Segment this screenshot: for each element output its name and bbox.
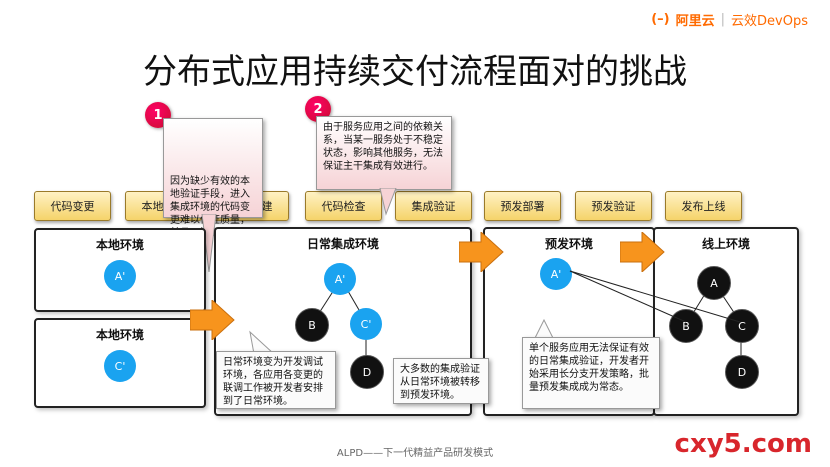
panel-local-env-1-title: 本地环境	[95, 238, 144, 252]
brand-header: (–) 阿里云 | 云效DevOps	[651, 10, 808, 29]
panel-prod-env: 线上环境 A B C D	[653, 227, 799, 416]
orange-arrow-staging-to-prod	[620, 232, 665, 272]
node-d-prod: D	[725, 355, 759, 389]
callout-2-text: 由于服务应用之间的依赖关系，当某一服务处于不稳定状态，影响其他服务，无法保证主干…	[323, 122, 443, 172]
brand-logo-text: 阿里云	[675, 14, 715, 29]
brand-separator: |	[720, 12, 726, 27]
step-integration-verify: 集成验证	[395, 191, 472, 221]
brand-product: 云效DevOps	[731, 14, 808, 29]
callout-5-text: 单个服务应用无法保证有效的日常集成验证，开发者开始采用长分支开发策略，批量预发集…	[529, 343, 649, 393]
callout-2: 由于服务应用之间的依赖关系，当某一服务处于不稳定状态，影响其他服务，无法保证主干…	[316, 116, 452, 190]
step-code-change: 代码变更	[34, 191, 111, 221]
node-d-daily: D	[350, 355, 384, 389]
watermark: cxy5.com	[674, 429, 812, 459]
panel-local-env-2: 本地环境 C'	[34, 318, 206, 408]
panel-local-env-1: 本地环境 A'	[34, 228, 206, 312]
callout-3-text: 日常环境变为开发调试环境，各应用各变更的联调工作被开发者安排到了日常环境。	[223, 357, 323, 407]
step-staging-verify: 预发验证	[575, 191, 652, 221]
node-a-prime-local: A'	[104, 260, 136, 292]
step-staging-deploy: 预发部署	[484, 191, 561, 221]
page-title: 分布式应用持续交付流程面对的挑战	[143, 52, 687, 92]
node-c-prime-daily: C'	[350, 308, 382, 340]
panel-local-env-2-title: 本地环境	[95, 328, 144, 342]
node-a-prime-staging: A'	[540, 258, 572, 290]
node-c-prod: C	[725, 309, 759, 343]
node-b-daily: B	[295, 308, 329, 342]
step-release: 发布上线	[665, 191, 742, 221]
node-a-prime-daily: A'	[324, 263, 356, 295]
callout-4: 大多数的集成验证从日常环境被转移到预发环境。	[393, 358, 489, 404]
callout-3: 日常环境变为开发调试环境，各应用各变更的联调工作被开发者安排到了日常环境。	[216, 351, 336, 409]
callout-2-pointer	[379, 188, 397, 216]
panel-staging-env-title: 预发环境	[544, 237, 593, 251]
panel-daily-env-title: 日常集成环境	[306, 237, 379, 251]
node-b-prod: B	[669, 309, 703, 343]
callout-4-text: 大多数的集成验证从日常环境被转移到预发环境。	[400, 364, 480, 401]
node-c-prime-local: C'	[104, 350, 136, 382]
aliyun-bracket-icon: (–)	[651, 12, 670, 27]
footer-text: ALPD——下一代精益产品研发模式	[336, 448, 494, 459]
step-code-check: 代码检查	[305, 191, 382, 221]
callout-1: 因为缺少有效的本地验证手段，进入集成环境的代码变更难以保证质量，并且无法保证..…	[163, 118, 263, 239]
orange-arrow-daily-to-staging	[459, 232, 504, 272]
orange-arrow-local-to-daily	[190, 300, 235, 340]
callout-5: 单个服务应用无法保证有效的日常集成验证，开发者开始采用长分支开发策略，批量预发集…	[522, 337, 660, 409]
panel-prod-env-title: 线上环境	[701, 237, 750, 251]
node-a-prod: A	[697, 266, 731, 300]
